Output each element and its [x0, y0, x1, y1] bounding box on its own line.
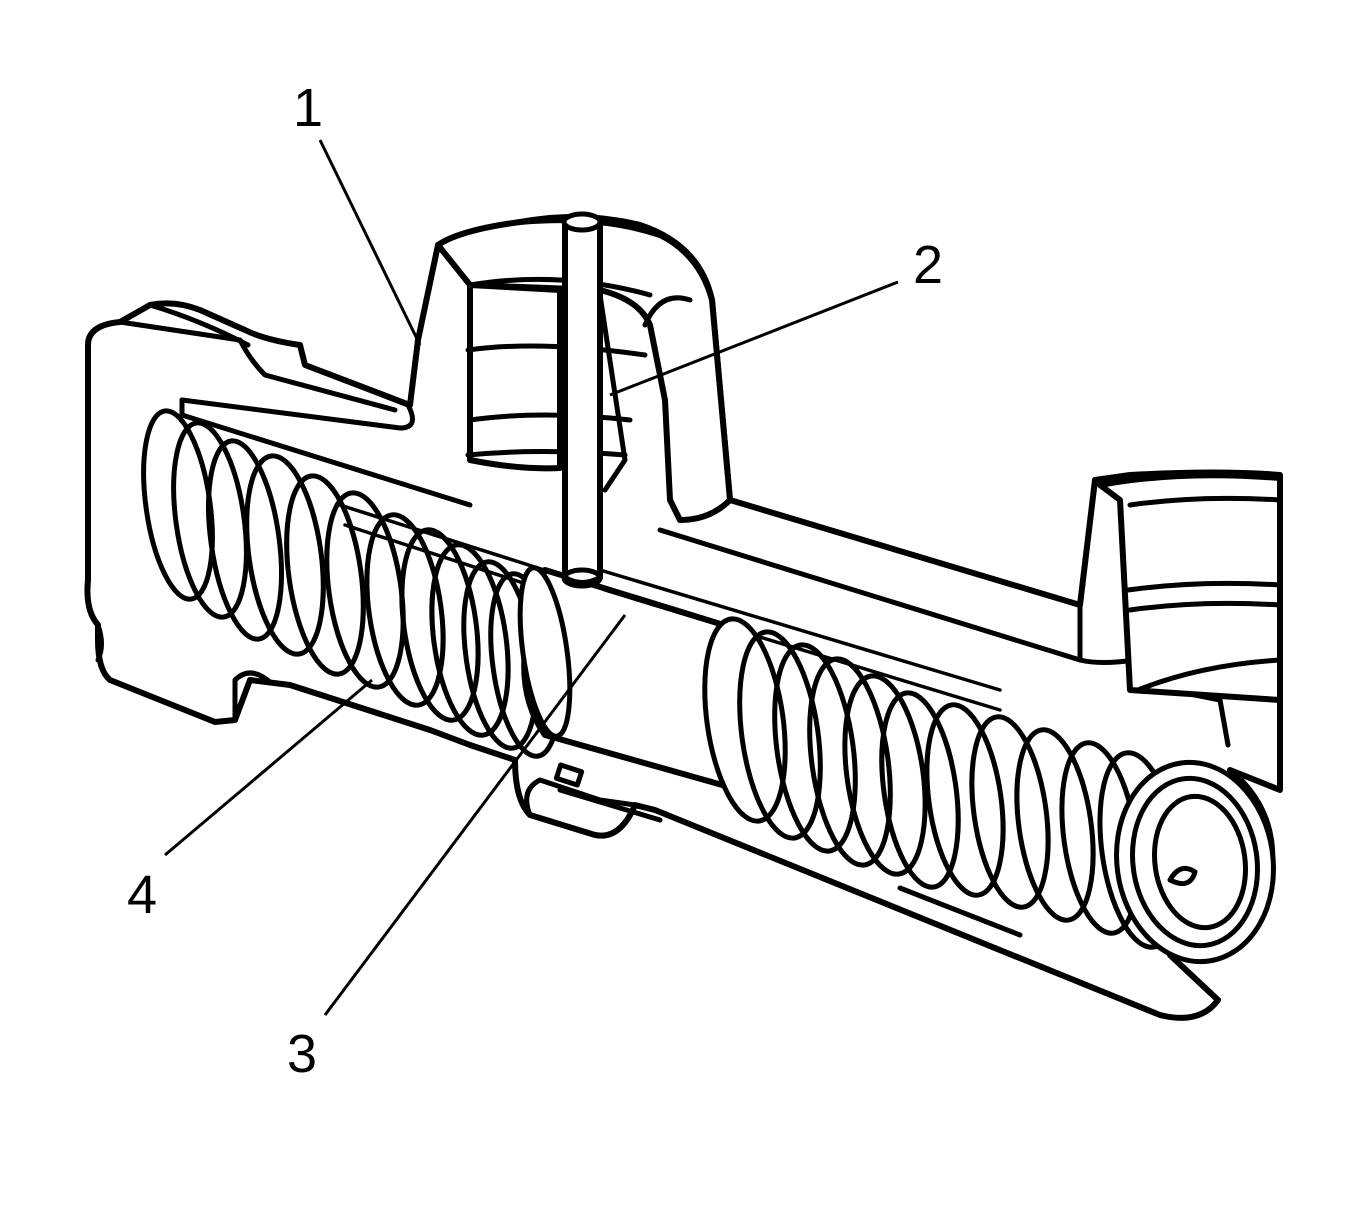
leader-line-4 — [164, 678, 373, 857]
port-boss — [435, 217, 733, 523]
callout-4: 4 — [127, 865, 157, 925]
left-spring — [141, 408, 562, 759]
right-spring — [702, 616, 1276, 965]
callout-2: 2 — [913, 235, 943, 295]
leader-line-1 — [318, 139, 422, 346]
slot-detail — [553, 762, 585, 788]
pin-tool — [561, 211, 603, 589]
callout-1: 1 — [293, 78, 323, 138]
callout-3: 3 — [287, 1024, 317, 1084]
leader-line-3 — [323, 614, 627, 1016]
leader-line-2 — [609, 280, 899, 397]
right-port-boss — [1097, 472, 1283, 703]
shaft — [517, 565, 1002, 793]
